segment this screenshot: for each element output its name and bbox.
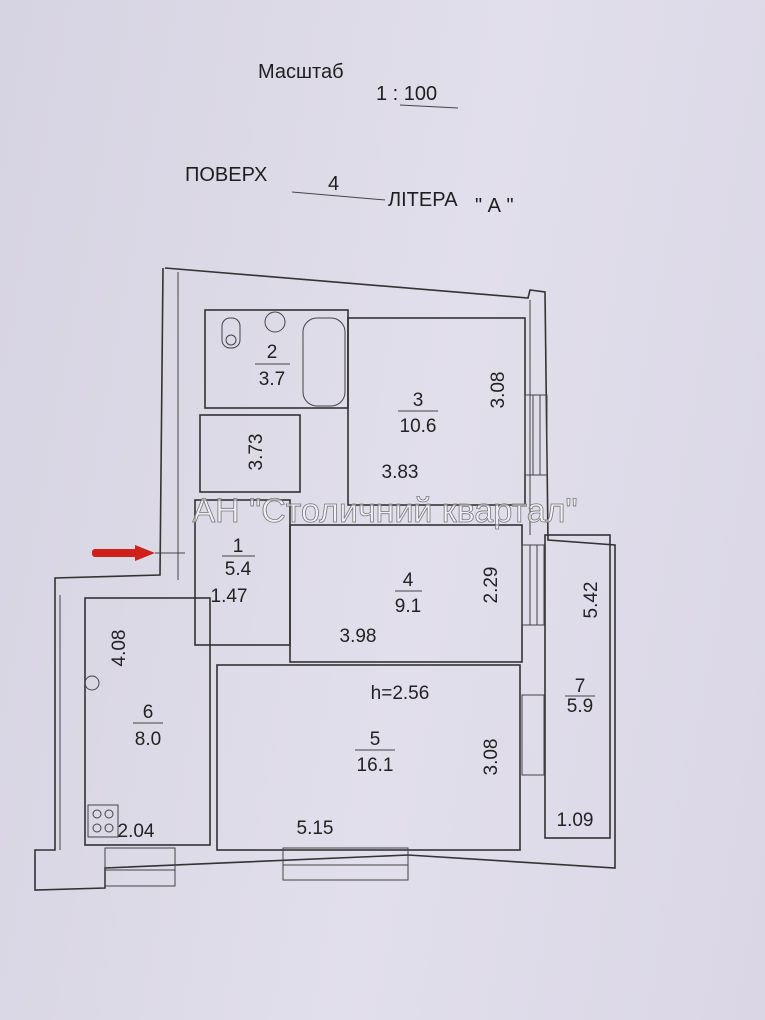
svg-text:3.7: 3.7 [259,369,285,390]
svg-text:3.08: 3.08 [488,372,509,409]
svg-text:8.0: 8.0 [135,729,161,750]
svg-text:3.83: 3.83 [382,462,419,483]
svg-text:2: 2 [267,342,278,363]
svg-text:5.4: 5.4 [225,559,252,580]
watermark: АН "Столичний квартал" [192,492,577,530]
room-2-label: 2 3.7 [255,342,290,390]
sink-icon [84,675,100,691]
plan-header: Масштаб 1 : 100 ПОВЕРХ 4 ЛІТЕРА " А " [185,61,514,217]
svg-text:9.1: 9.1 [395,596,421,617]
floor-value: 4 [328,173,339,195]
svg-text:16.1: 16.1 [357,755,394,776]
svg-text:5: 5 [370,729,381,750]
floor-label: ПОВЕРХ [185,164,267,186]
svg-text:10.6: 10.6 [400,416,437,437]
svg-text:1: 1 [233,536,244,557]
room-7-label: 5.42 7 5.9 1.09 [557,582,602,831]
floor-underline [291,191,386,201]
scale-value: 1 : 100 [376,83,437,105]
room-3-label: 3 10.6 3.08 3.83 [382,372,509,483]
room-1-label: 1 5.4 1.47 [211,536,255,607]
room-7-outline [544,534,611,839]
letter-value: " А " [475,195,514,217]
svg-text:5.15: 5.15 [297,818,334,839]
room-4-label: 4 9.1 2.29 3.98 [340,567,502,647]
windows [104,394,548,887]
svg-text:2.04: 2.04 [118,821,155,842]
scale-label: Масштаб [258,61,344,83]
room-6-outline [84,597,211,846]
svg-text:5.9: 5.9 [567,696,593,717]
svg-text:2.29: 2.29 [481,567,502,604]
svg-text:1.09: 1.09 [557,810,594,831]
letter-label: ЛІТЕРА [388,189,458,211]
bathroom-fixtures [221,311,346,407]
corridor-outline [199,414,301,493]
svg-text:7: 7 [575,676,586,697]
scale-underline [399,104,459,109]
stove-icon [87,804,119,838]
entrance-arrow-icon [92,545,185,561]
svg-text:5.42: 5.42 [581,582,602,619]
svg-text:4.08: 4.08 [109,630,130,667]
svg-text:4: 4 [403,570,414,591]
room-5-outline [216,664,521,851]
ceiling-height: h=2.56 [371,683,430,704]
svg-text:6: 6 [143,702,154,723]
room-6-label: 6 8.0 4.08 2.04 [109,630,163,842]
svg-text:3.98: 3.98 [340,626,377,647]
room-5-label: h=2.56 5 16.1 3.08 5.15 [297,683,502,839]
corridor-dim: 3.73 [246,434,267,471]
svg-text:1.47: 1.47 [211,586,248,607]
svg-text:3.08: 3.08 [481,739,502,776]
svg-text:3: 3 [413,390,424,411]
walls [34,267,616,891]
